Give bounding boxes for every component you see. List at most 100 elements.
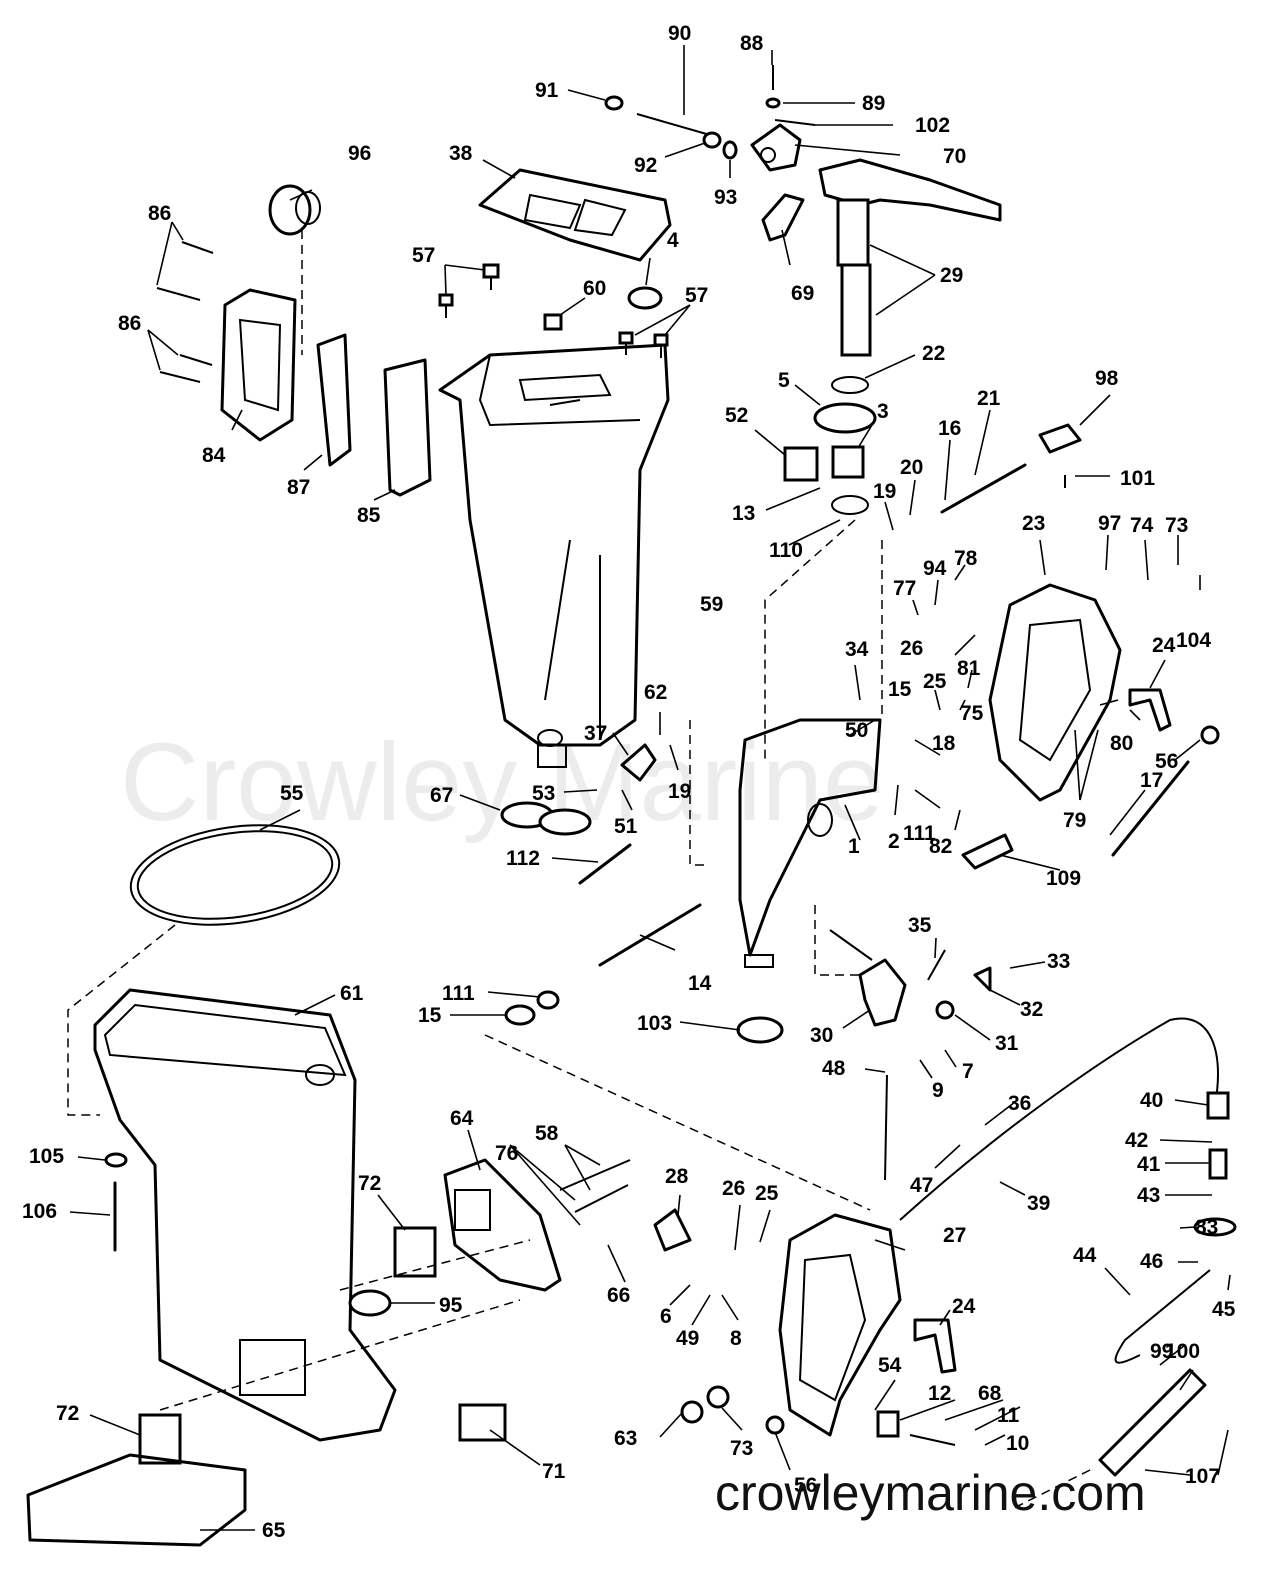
callout-label: 3 — [877, 400, 889, 423]
cap-63 — [680, 1400, 704, 1424]
callout-label: 95 — [439, 1294, 463, 1317]
callout-label: 17 — [1140, 769, 1163, 792]
callout-label: 79 — [1063, 809, 1086, 832]
rod-17 — [1111, 760, 1190, 857]
callout-label: 14 — [688, 972, 712, 995]
callout-label: 111 — [903, 822, 936, 845]
callout-label: 32 — [1020, 998, 1043, 1021]
callout-label: 111 — [442, 982, 475, 1005]
callout-label: 18 — [932, 732, 956, 755]
callout-label: 43 — [1137, 1184, 1160, 1207]
bracket-23 — [988, 583, 1122, 802]
watermark: Crowley Marine — [120, 721, 884, 844]
plug-60 — [543, 313, 563, 331]
screws-57 — [438, 263, 669, 358]
callout-label: 101 — [1120, 467, 1155, 490]
anode-100 — [1098, 1368, 1207, 1477]
seal-55 — [129, 824, 341, 926]
screw-35 — [927, 949, 946, 981]
callout-label: 40 — [1140, 1089, 1163, 1112]
part-32 — [973, 966, 992, 992]
callout-label: 56 — [1155, 750, 1178, 773]
nut-56b — [765, 1415, 785, 1435]
callout-label: 89 — [862, 92, 885, 115]
pad-71 — [458, 1403, 507, 1442]
cover-84 — [220, 288, 297, 442]
bracket-37 — [620, 743, 657, 782]
callout-label: 65 — [262, 1519, 286, 1542]
callout-label: 39 — [1027, 1192, 1050, 1215]
callout-label: 9 — [932, 1079, 944, 1102]
callout-labels: 1 2 3 4 5 6 7 8 9 10 11 12 13 14 15 15 1… — [22, 22, 1236, 1542]
callout-label: 99 — [1150, 1340, 1173, 1363]
callout-label: 51 — [614, 815, 638, 838]
bushing-111b — [536, 990, 560, 1010]
callout-label: 13 — [732, 502, 755, 525]
plate-12 — [876, 1410, 900, 1438]
callout-label: 25 — [755, 1182, 779, 1205]
callout-label: 109 — [1046, 867, 1081, 890]
callout-label: 50 — [845, 719, 868, 742]
tube-14 — [598, 903, 702, 967]
pad-72b — [138, 1413, 182, 1465]
callout-label: 21 — [977, 387, 1001, 410]
callout-label: 57 — [412, 244, 435, 267]
callout-label: 55 — [280, 782, 304, 805]
part-41 — [1208, 1148, 1228, 1180]
screw-68 — [909, 1434, 956, 1446]
callout-label: 62 — [644, 681, 667, 704]
callout-label: 19 — [668, 780, 691, 803]
callout-label: 78 — [954, 547, 978, 570]
callout-label: 87 — [287, 476, 310, 499]
callout-label: 48 — [822, 1057, 846, 1080]
callout-label: 93 — [714, 186, 737, 209]
callout-label: 105 — [29, 1145, 64, 1168]
callout-label: 26 — [722, 1177, 745, 1200]
nut-91 — [604, 95, 624, 111]
callout-label: 6 — [660, 1305, 672, 1328]
callout-label: 102 — [915, 114, 950, 137]
callout-label: 20 — [900, 456, 923, 479]
callout-label: 106 — [22, 1200, 57, 1223]
callout-label: 103 — [637, 1012, 672, 1035]
wire-44 — [1114, 1269, 1211, 1364]
callout-label: 44 — [1073, 1244, 1097, 1267]
callout-label: 100 — [1165, 1340, 1200, 1363]
callout-label: 30 — [810, 1024, 833, 1047]
callout-label: 54 — [878, 1354, 902, 1377]
callout-label: 41 — [1137, 1153, 1161, 1176]
seal-69 — [761, 193, 805, 242]
pin-112 — [578, 843, 632, 885]
assembly-lines — [67, 230, 1091, 1511]
callout-label: 38 — [449, 142, 473, 165]
lever-24a — [1128, 688, 1172, 732]
callout-label: 34 — [845, 638, 869, 661]
cable-39 — [899, 1017, 1219, 1221]
washer-93 — [722, 140, 738, 160]
pad-72a — [393, 1226, 437, 1278]
callout-label: 96 — [348, 142, 371, 165]
callout-label: 72 — [358, 1172, 381, 1195]
bushing-4 — [627, 286, 663, 310]
part-98 — [1038, 423, 1082, 454]
callout-label: 74 — [1130, 514, 1154, 537]
callout-label: 98 — [1095, 367, 1119, 390]
callout-label: 46 — [1140, 1250, 1163, 1273]
part-109 — [961, 833, 1014, 870]
callout-label: 80 — [1110, 732, 1133, 755]
callout-label: 10 — [1006, 1432, 1029, 1455]
bushing-3 — [831, 445, 865, 479]
gasket-87 — [316, 333, 352, 467]
lever-24b — [913, 1318, 957, 1374]
shaft-21 — [940, 463, 1027, 514]
nut-56a — [1200, 725, 1220, 745]
exhaust-housing-part — [438, 343, 670, 768]
callout-label: 7 — [962, 1060, 974, 1083]
callout-label: 82 — [929, 835, 952, 858]
callout-label: 56 — [794, 1474, 817, 1497]
leader-lines — [69, 45, 1231, 1531]
callout-label: 24 — [952, 1295, 976, 1318]
callout-label: 112 — [506, 847, 540, 870]
connector-40 — [1206, 1091, 1230, 1120]
